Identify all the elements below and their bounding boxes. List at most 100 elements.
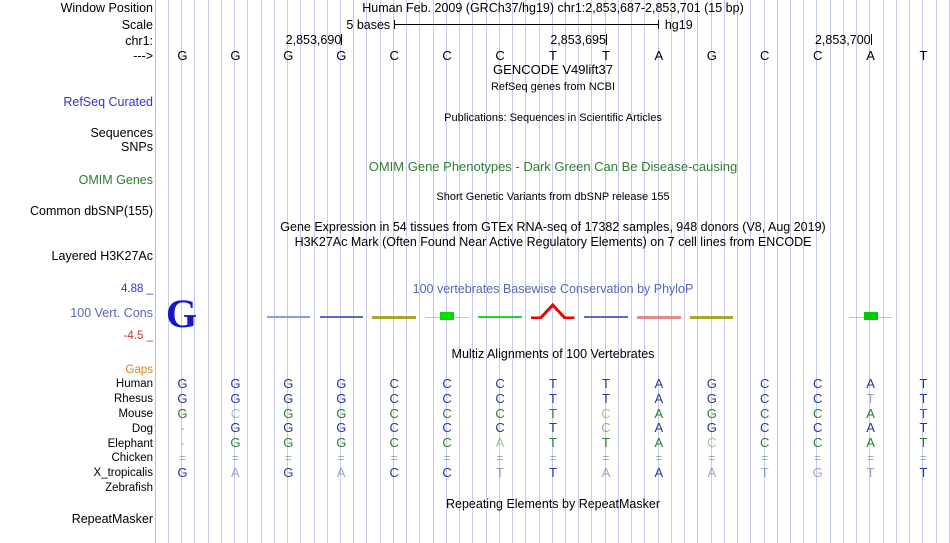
label-repeatmasker[interactable]: RepeatMasker xyxy=(71,512,153,526)
gridline xyxy=(261,0,262,543)
alignment-base: T xyxy=(919,376,928,391)
conservation-segment xyxy=(372,316,416,319)
gridline xyxy=(843,0,844,543)
label-common-dbsnp[interactable]: Common dbSNP(155) xyxy=(30,204,153,218)
gridline xyxy=(750,0,751,543)
label-species-x-tropicalis[interactable]: X_tropicalis xyxy=(93,467,153,479)
reference-base: C xyxy=(389,48,399,63)
gridline xyxy=(327,0,328,543)
gridline xyxy=(644,0,645,543)
cons-axis-min: -4.5 _ xyxy=(123,330,153,342)
gridline xyxy=(578,0,579,543)
track-label-column: Window Position Scale chr1: ---> RefSeq … xyxy=(0,0,153,543)
alignment-base: A xyxy=(654,376,664,391)
track-title-refseq[interactable]: RefSeq genes from NCBI xyxy=(490,81,616,93)
alignment-base: T xyxy=(919,435,928,451)
conservation-segment xyxy=(440,312,455,320)
label-panel-separator xyxy=(155,0,156,543)
alignment-base: T xyxy=(549,420,557,436)
conservation-plot[interactable] xyxy=(156,300,950,332)
alignment-base: A xyxy=(601,464,611,480)
ruler-label-0: 2,853,690 xyxy=(285,33,342,47)
gridline xyxy=(671,0,672,543)
gridline xyxy=(314,0,315,543)
label-snps[interactable]: SNPs xyxy=(121,140,153,154)
track-title-dbsnp[interactable]: Short Genetic Variants from dbSNP releas… xyxy=(436,191,670,203)
gridline xyxy=(512,0,513,543)
label-layered-h3k27ac[interactable]: Layered H3K27Ac xyxy=(51,249,153,263)
gridline xyxy=(208,0,209,543)
alignment-base: A xyxy=(866,420,875,436)
alignment-base: G xyxy=(230,435,241,451)
gridline xyxy=(697,0,698,543)
track-title-publications[interactable]: Publications: Sequences in Scientific Ar… xyxy=(444,112,662,124)
reference-base: T xyxy=(549,48,557,63)
alignment-base: G xyxy=(336,435,347,451)
gridline xyxy=(764,0,765,543)
track-title-conservation[interactable]: 100 vertebrates Basewise Conservation by… xyxy=(412,282,694,296)
alignment-gap: = xyxy=(867,451,875,465)
gridline xyxy=(340,0,341,543)
scale-bar-tick-right xyxy=(657,20,659,29)
alignment-base: T xyxy=(919,390,928,406)
track-title-h3k27ac[interactable]: H3K27Ac Mark (Often Found Near Active Re… xyxy=(294,235,812,249)
alignment-base: G xyxy=(177,390,188,406)
gridline xyxy=(856,0,857,543)
alignment-base: T xyxy=(866,390,875,406)
alignment-base: A xyxy=(707,464,717,480)
alignment-base: C xyxy=(760,420,770,436)
alignment-base: A xyxy=(495,435,505,451)
gridline xyxy=(234,0,235,543)
gridline xyxy=(406,0,407,543)
gridline xyxy=(869,0,870,543)
label-species-rhesus[interactable]: Rhesus xyxy=(114,393,153,405)
ruler-tick-2 xyxy=(870,34,872,45)
alignment-gap: = xyxy=(231,451,239,465)
alignment-base: G xyxy=(283,464,294,480)
alignment-base: G xyxy=(706,405,717,421)
track-title-multiz[interactable]: Multiz Alignments of 100 Vertebrates xyxy=(451,347,655,361)
alignment-base: C xyxy=(389,405,399,421)
alignment-base: C xyxy=(389,464,399,480)
reference-base: C xyxy=(442,48,452,63)
scale-value: 5 bases xyxy=(346,18,391,32)
alignment-base: T xyxy=(601,435,610,451)
gridline xyxy=(591,0,592,543)
track-data-column: Human Feb. 2009 (GRCh37/hg19) chr1:2,853… xyxy=(156,0,950,543)
label-100-vert-cons[interactable]: 100 Vert. Cons xyxy=(70,306,153,320)
label-species-elephant[interactable]: Elephant xyxy=(107,438,153,450)
label-species-dog[interactable]: Dog xyxy=(131,423,153,435)
alignment-base: G xyxy=(230,376,241,391)
track-title-gtex[interactable]: Gene Expression in 54 tissues from GTEx … xyxy=(280,220,826,234)
track-title-repeatmasker[interactable]: Repeating Elements by RepeatMasker xyxy=(445,497,660,511)
alignment-base: A xyxy=(654,405,664,421)
alignment-gap: - xyxy=(180,436,185,451)
gridline xyxy=(803,0,804,543)
alignment-gap: = xyxy=(178,451,186,465)
label-species-chicken[interactable]: Chicken xyxy=(111,452,153,464)
alignment-base: C xyxy=(760,405,770,421)
alignment-gap: = xyxy=(761,451,769,465)
alignment-base: T xyxy=(549,376,557,391)
gridline xyxy=(552,0,553,543)
alignment-base: T xyxy=(919,464,928,480)
label-chrom: chr1: xyxy=(125,34,153,48)
alignment-base: G xyxy=(706,376,717,391)
label-refseq-curated[interactable]: RefSeq Curated xyxy=(63,95,153,109)
track-title-gencode[interactable]: GENCODE V49lift37 xyxy=(493,62,613,77)
scale-bar xyxy=(394,20,659,29)
gridline xyxy=(525,0,526,543)
label-species-human[interactable]: Human xyxy=(115,378,153,390)
gridline xyxy=(684,0,685,543)
reference-base: G xyxy=(706,48,717,63)
label-sequences[interactable]: Sequences xyxy=(90,126,153,140)
track-title-omim[interactable]: OMIM Gene Phenotypes - Dark Green Can Be… xyxy=(368,159,738,174)
alignment-base: T xyxy=(760,464,769,480)
label-species-mouse[interactable]: Mouse xyxy=(118,408,153,420)
label-species-zebrafish[interactable]: Zebrafish xyxy=(105,482,153,494)
alignment-base: C xyxy=(495,376,505,391)
label-omim-genes[interactable]: OMIM Genes xyxy=(78,173,153,187)
